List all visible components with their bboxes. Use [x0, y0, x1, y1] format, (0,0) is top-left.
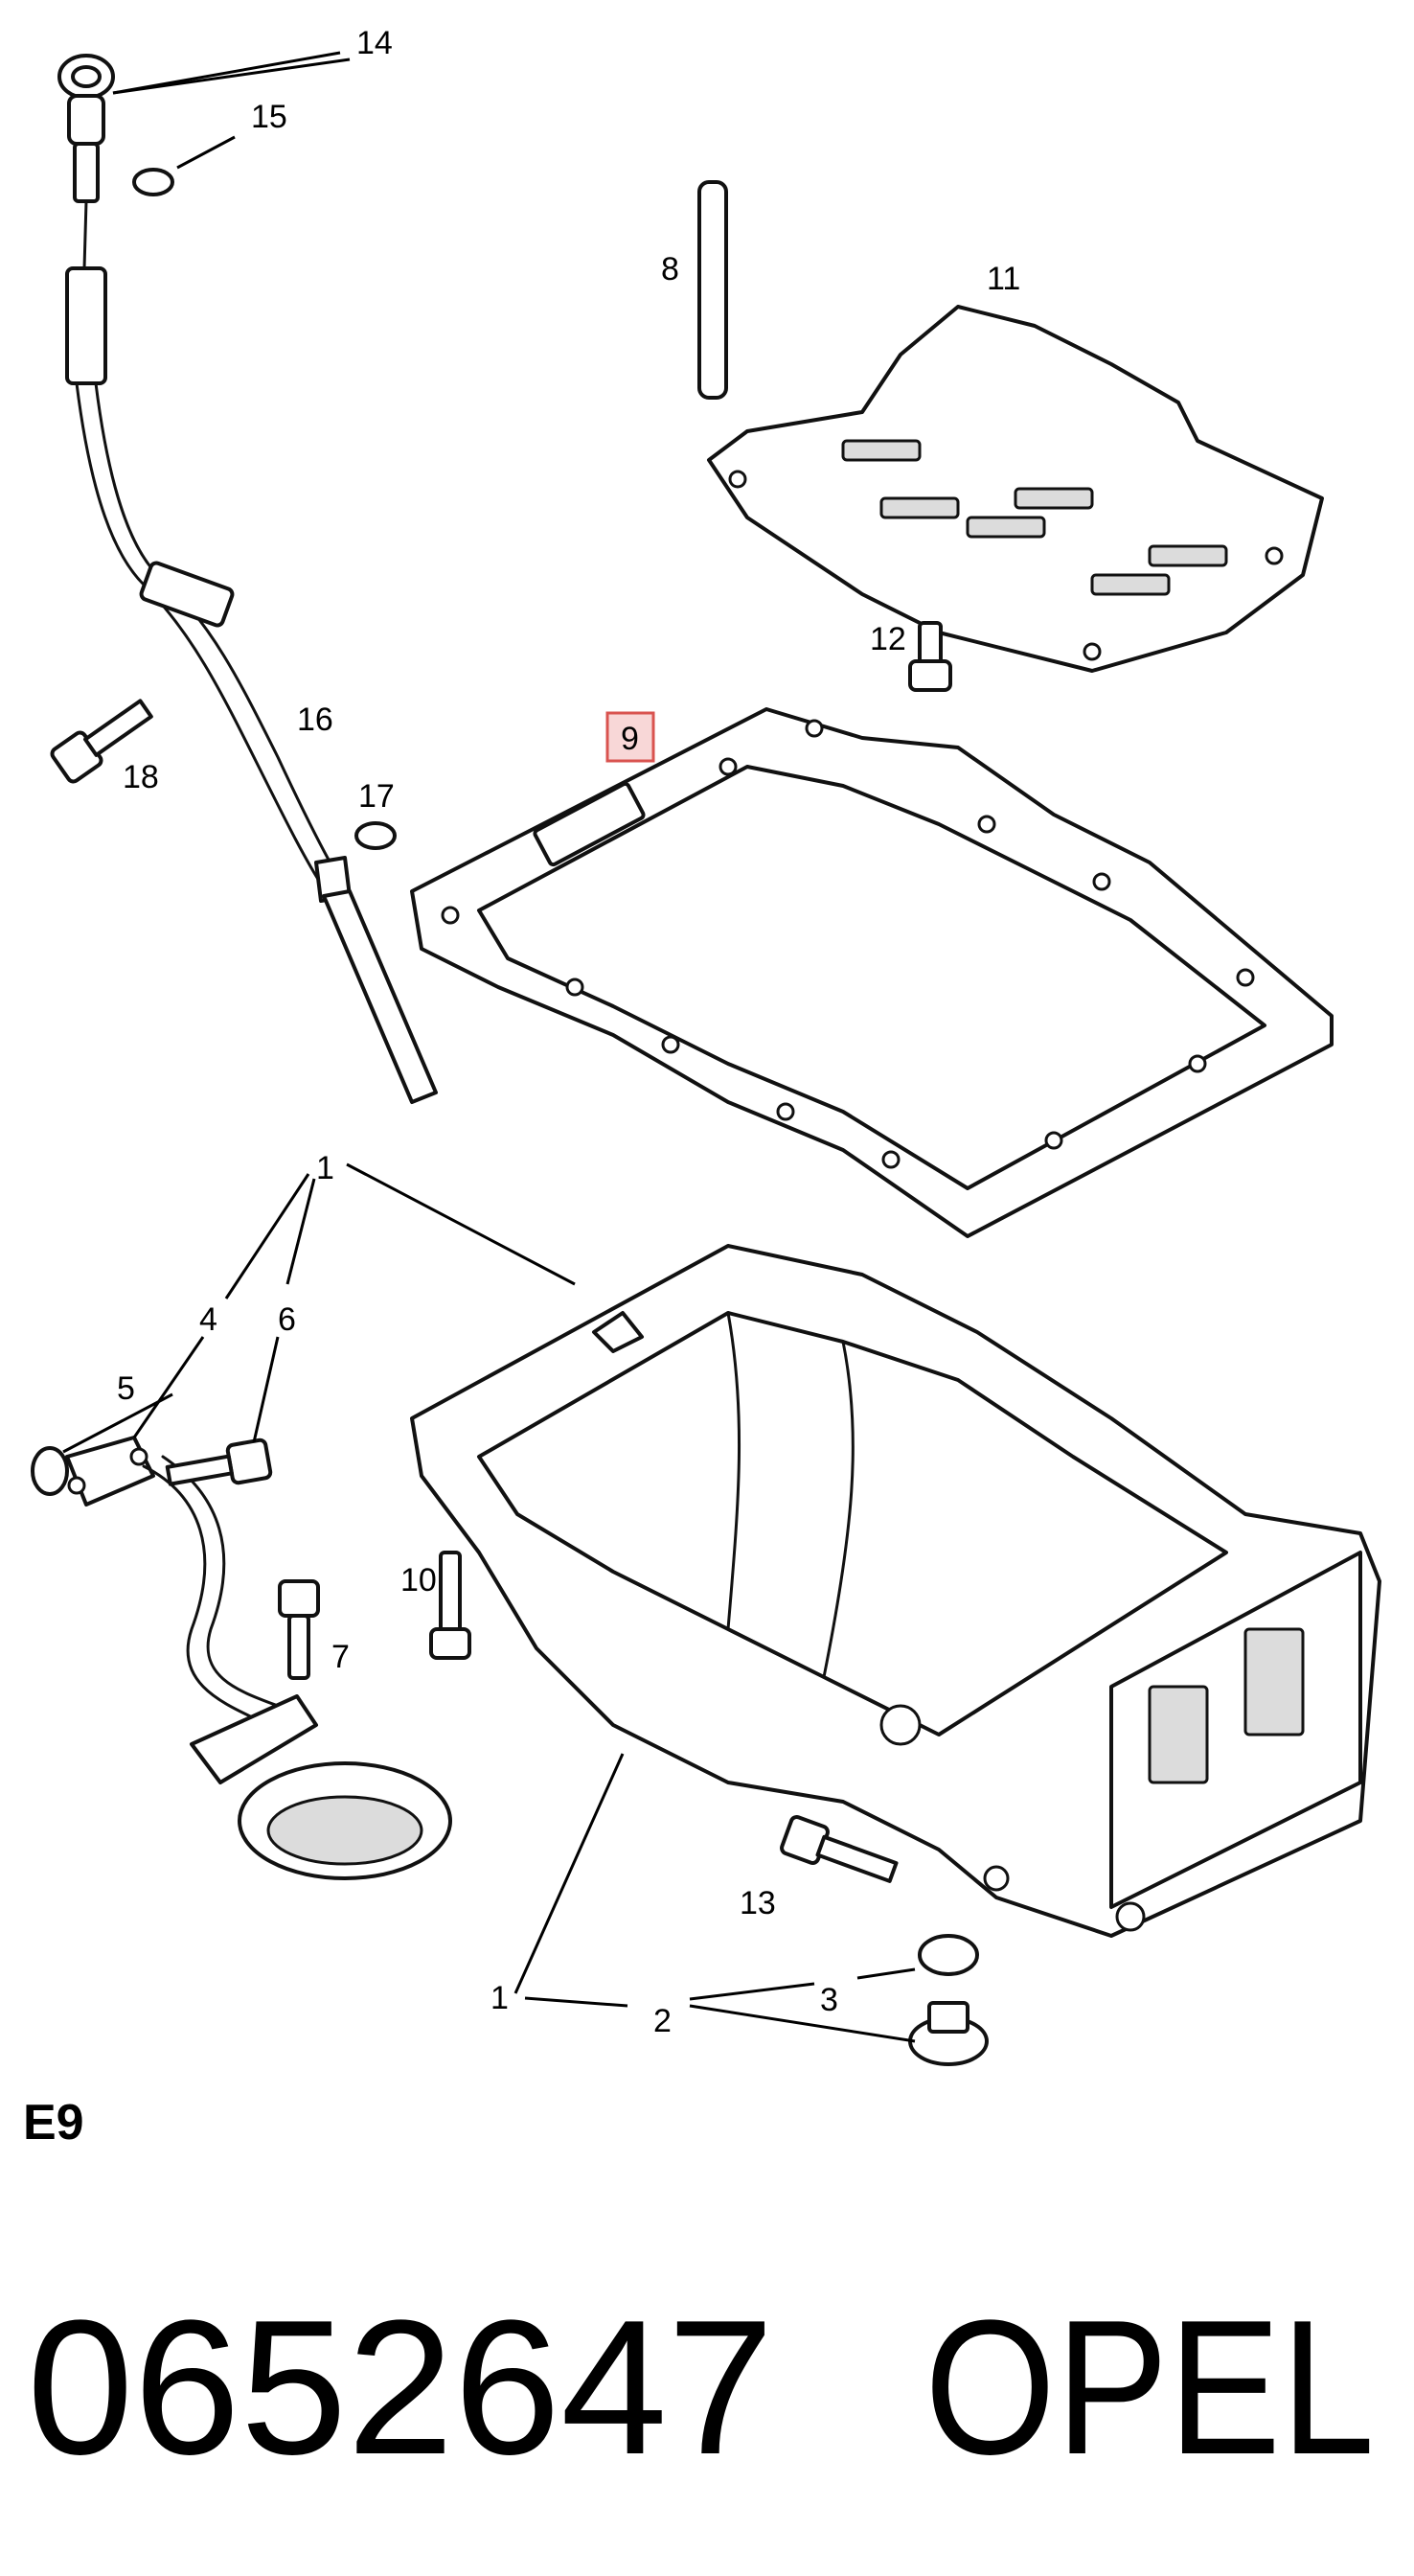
leader-lines	[62, 51, 916, 2043]
callout-5[interactable]: 5	[117, 1370, 135, 1407]
bolt-18	[50, 699, 153, 784]
oil-pan-1	[410, 1244, 1381, 1938]
callout-1-bottom[interactable]: 1	[490, 1980, 509, 2016]
bolt-10	[429, 1551, 471, 1660]
callout-6[interactable]: 6	[278, 1301, 296, 1338]
bolt-12	[908, 621, 952, 692]
seal-ring-15	[132, 168, 174, 196]
callout-16[interactable]: 16	[297, 702, 333, 738]
bolt-13	[780, 1815, 899, 1883]
seal-ring-3	[918, 1934, 979, 1976]
part-number: 0652647	[27, 2281, 774, 2495]
brand-name: OPEL	[924, 2281, 1375, 2495]
callout-2[interactable]: 2	[653, 2003, 672, 2039]
seal-ring-17	[354, 821, 397, 850]
callout-13[interactable]: 13	[740, 1885, 776, 1921]
oil-pickup-4	[65, 1436, 452, 1880]
callout-8[interactable]: 8	[661, 251, 679, 288]
pipe-8	[697, 180, 728, 400]
callout-9-highlight	[605, 711, 655, 763]
section-code: E9	[23, 2095, 84, 2150]
callout-4[interactable]: 4	[199, 1301, 217, 1338]
bolt-7	[278, 1579, 320, 1680]
callout-9[interactable]: 9	[621, 721, 639, 757]
callout-18[interactable]: 18	[123, 759, 159, 795]
dipstick-assembly	[57, 54, 438, 1104]
bolt-6	[165, 1438, 273, 1486]
baffle-plate-11	[707, 305, 1324, 673]
callout-1-top[interactable]: 1	[316, 1150, 334, 1186]
callout-10[interactable]: 10	[400, 1562, 437, 1598]
callout-14[interactable]: 14	[356, 25, 393, 61]
gasket-9	[410, 707, 1334, 1238]
callout-3[interactable]: 3	[820, 1982, 838, 2018]
seal-ring-5	[31, 1446, 69, 1496]
callout-11[interactable]: 11	[987, 261, 1020, 297]
callout-7[interactable]: 7	[331, 1639, 350, 1675]
drain-plug-2	[908, 2001, 989, 2066]
callout-12[interactable]: 12	[870, 621, 906, 657]
callout-labels: 14 15 8 11 12 9 16 17 18 1 4 6 5 10 7 13…	[117, 25, 1020, 2039]
callout-17[interactable]: 17	[358, 778, 395, 815]
callout-15[interactable]: 15	[251, 99, 287, 135]
